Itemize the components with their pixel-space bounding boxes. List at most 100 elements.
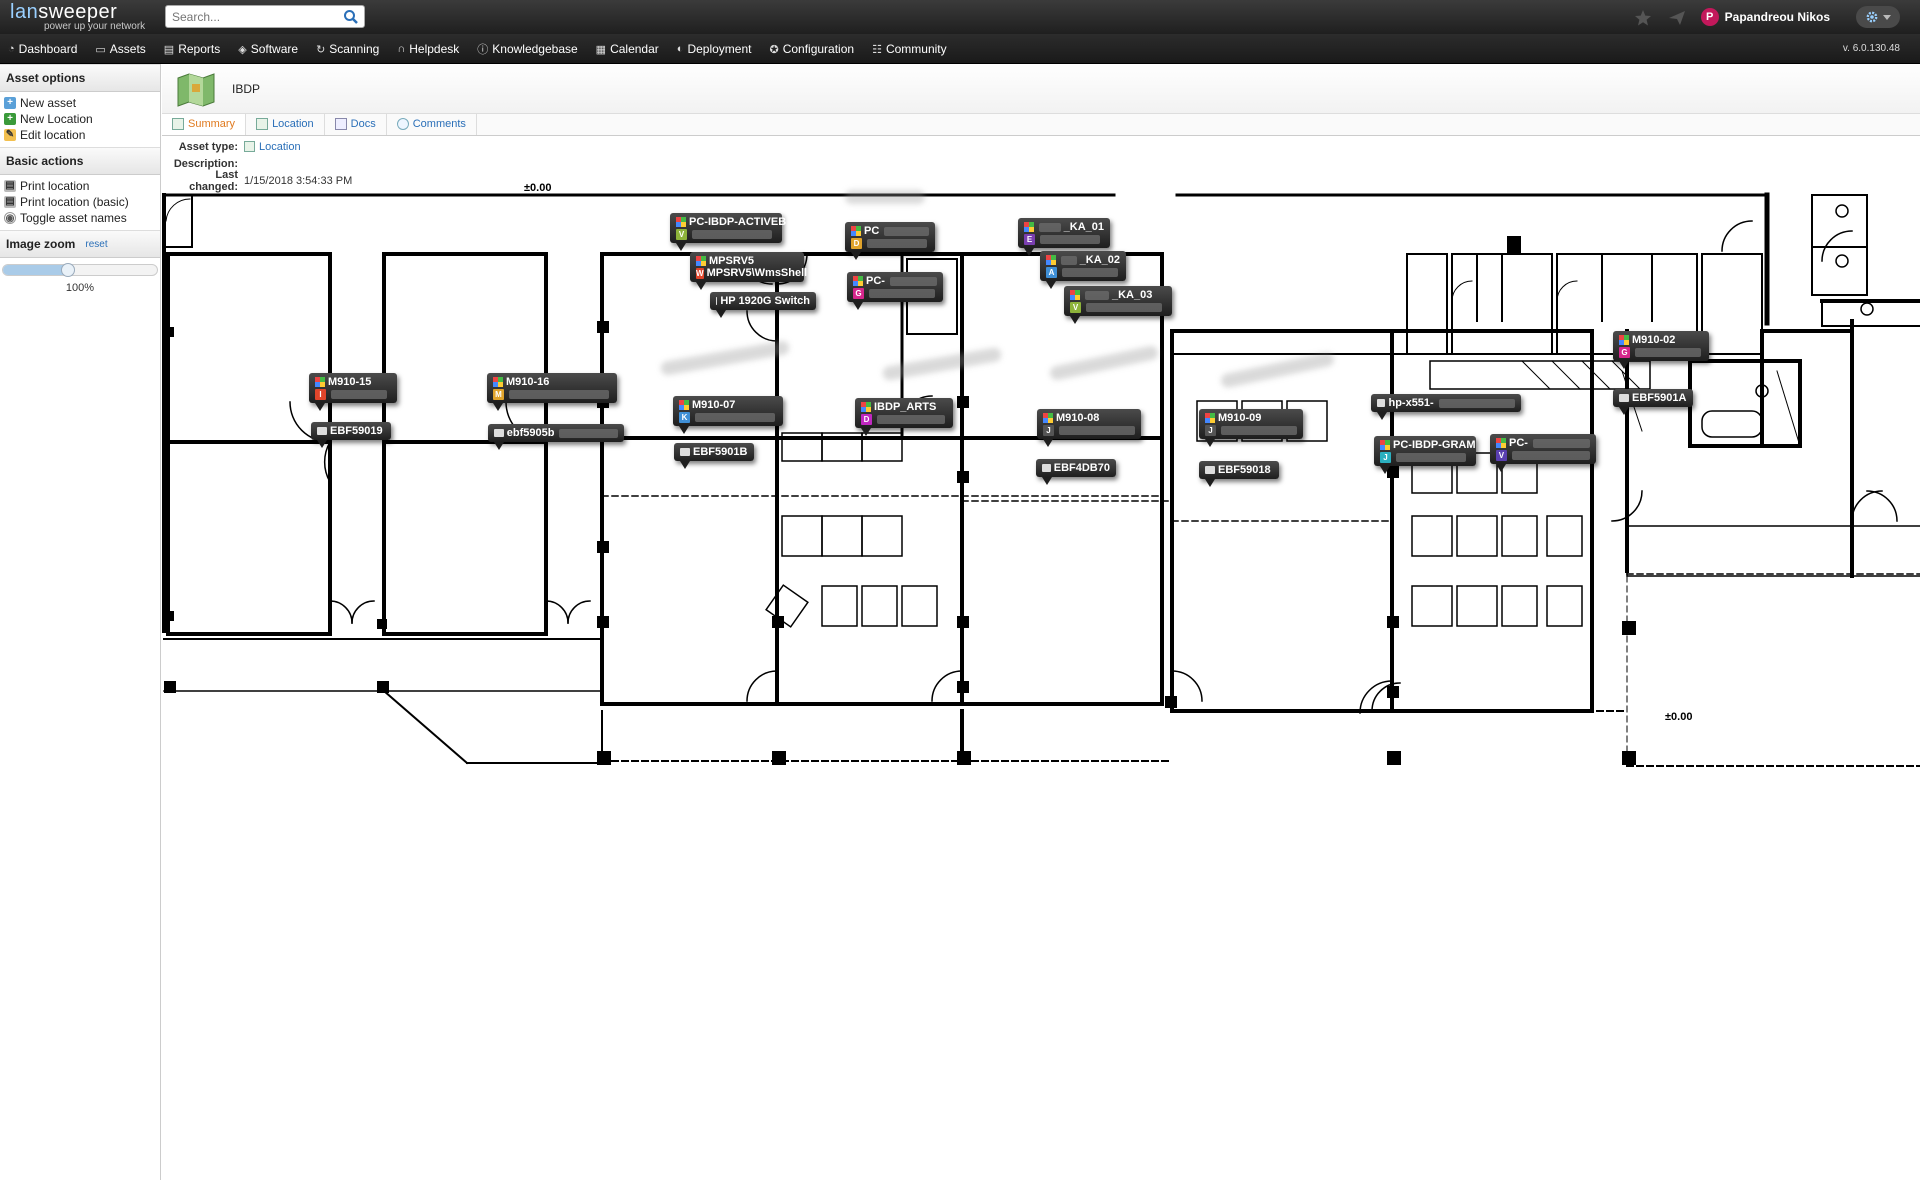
star-icon[interactable] <box>1634 9 1652 27</box>
room-title-blurred <box>845 190 925 204</box>
asset-pin[interactable]: EBF59018 <box>1199 461 1279 487</box>
comments-icon <box>396 118 409 130</box>
nav-scanning[interactable]: ↻Scanning <box>316 42 379 56</box>
zoom-slider-handle[interactable] <box>60 263 75 277</box>
asset-pin[interactable]: EBF4DB70 <box>1036 459 1116 485</box>
print-location-link[interactable]: ▤Print location <box>0 178 160 194</box>
edit-icon: ✎ <box>4 129 16 141</box>
asset-tabs: Summary Location Docs Comments <box>162 113 1920 136</box>
description-row: Description: <box>166 155 1916 172</box>
lansweeper-logo[interactable]: lansweeper power up your network <box>10 2 150 32</box>
nav-community[interactable]: ☷Community <box>872 42 947 56</box>
blurred-text <box>559 428 618 438</box>
nav-reports[interactable]: ▤Reports <box>164 42 220 56</box>
asset-name: hp-x551- <box>1388 397 1434 409</box>
edit-location-link[interactable]: ✎Edit location <box>0 127 160 143</box>
nav-helpdesk[interactable]: ∩Helpdesk <box>397 42 459 56</box>
asset-type-text: Location <box>259 140 301 153</box>
asset-name: EBF59019 <box>330 425 383 437</box>
nav-deployment[interactable]: ◐Deployment <box>677 42 752 56</box>
asset-fields: Asset type: Location Description: Last c… <box>162 136 1920 193</box>
side-label: Print location (basic) <box>20 195 129 209</box>
asset-pin[interactable]: M910-15 I <box>309 373 397 411</box>
zoom-slider[interactable] <box>2 263 158 277</box>
asset-type-value[interactable]: Location <box>244 141 301 153</box>
asset-pin[interactable]: EBF59019 <box>311 422 391 448</box>
summary-icon <box>172 118 184 130</box>
nav-software[interactable]: ◈Software <box>238 42 298 56</box>
asset-pin[interactable]: M910-07 K <box>673 396 783 434</box>
search-input[interactable] <box>166 6 336 27</box>
windows-icon <box>1205 413 1215 423</box>
printer-icon <box>680 448 690 456</box>
asset-pin[interactable]: M910-16 M <box>487 373 617 411</box>
tab-docs[interactable]: Docs <box>325 113 387 135</box>
nav-configuration[interactable]: ✪Configuration <box>769 42 854 56</box>
asset-name: _KA_01 <box>1063 221 1104 233</box>
elevation-label: ±0.00 <box>1665 711 1693 723</box>
report-icon: ▤ <box>163 43 175 56</box>
side-label: Print location <box>20 179 90 193</box>
asset-pin[interactable]: M910-09 J <box>1199 409 1303 447</box>
tab-summary[interactable]: Summary <box>162 113 247 135</box>
asset-name: _KA_02 <box>1079 254 1120 266</box>
print-location-basic-link[interactable]: ▤Print location (basic) <box>0 194 160 210</box>
zoom-slider-fill <box>3 265 68 275</box>
tab-comments[interactable]: Comments <box>387 113 477 135</box>
asset-pin[interactable]: ebf5905b <box>488 424 624 450</box>
asset-pin[interactable]: hp-x551- <box>1371 394 1521 420</box>
nav-assets[interactable]: ▭Assets <box>95 42 145 56</box>
zoom-reset-link[interactable]: reset <box>85 238 108 250</box>
settings-button[interactable] <box>1856 6 1900 28</box>
asset-pin[interactable]: M910-08 J <box>1037 409 1141 447</box>
asset-pin[interactable]: PC-IBDP-GRAM J <box>1374 436 1476 474</box>
asset-pin[interactable]: HP 1920G Switch <box>710 292 816 318</box>
switch-icon <box>1377 399 1386 407</box>
asset-badge: W <box>696 267 704 279</box>
asset-pin[interactable]: PC- V <box>1490 434 1596 472</box>
search-icon[interactable] <box>343 9 359 25</box>
avatar: P <box>1700 8 1719 26</box>
blurred-text <box>1039 222 1061 232</box>
new-asset-link[interactable]: +New asset <box>0 95 160 111</box>
logo-tagline: power up your network <box>44 21 146 32</box>
windows-icon <box>1024 222 1034 232</box>
asset-pin[interactable]: EBF5901A <box>1613 389 1693 415</box>
blurred-text <box>1635 347 1701 357</box>
asset-name: EBF59018 <box>1218 464 1271 476</box>
user-menu[interactable]: P Papandreou Nikos <box>1700 6 1830 28</box>
monitor-icon: ▭ <box>95 43 106 56</box>
nav-label: Scanning <box>329 42 380 56</box>
asset-pin[interactable]: _KA_03 V <box>1064 286 1172 324</box>
asset-pin[interactable]: PC-IBDP-ACTIVEB V <box>670 213 786 251</box>
nav-dashboard[interactable]: ◔Dashboard <box>8 42 77 56</box>
new-location-link[interactable]: +New Location <box>0 111 160 127</box>
blurred-text <box>877 414 945 424</box>
asset-name: M910-16 <box>506 376 550 388</box>
asset-pin[interactable]: _KA_02 A <box>1040 251 1126 289</box>
blurred-text <box>1085 290 1109 300</box>
asset-pin[interactable]: _KA_01 E <box>1018 218 1110 256</box>
asset-pin[interactable]: EBF5901B <box>674 443 754 469</box>
asset-pin[interactable]: PC D <box>845 222 935 260</box>
asset-pin[interactable]: PC- G <box>847 272 943 310</box>
asset-name: M910-08 <box>1056 412 1100 424</box>
asset-badge: D <box>861 413 872 425</box>
sidebar: Asset options +New asset +New Location ✎… <box>0 64 161 1180</box>
blurred-text <box>1438 398 1515 408</box>
nav-calendar[interactable]: ▦Calendar <box>596 42 659 56</box>
tab-location[interactable]: Location <box>246 113 325 135</box>
asset-pin[interactable]: IBDP_ARTS D <box>855 398 953 436</box>
calendar-icon: ▦ <box>595 43 607 56</box>
tab-label: Location <box>272 118 314 130</box>
search-box <box>165 5 365 28</box>
asset-pin[interactable]: M910-02 G <box>1613 331 1709 369</box>
send-icon[interactable] <box>1668 9 1686 27</box>
blurred-text <box>1221 425 1297 435</box>
switch-icon <box>716 297 718 305</box>
blurred-text <box>692 229 772 239</box>
toggle-asset-names-link[interactable]: ◉Toggle asset names <box>0 210 160 226</box>
